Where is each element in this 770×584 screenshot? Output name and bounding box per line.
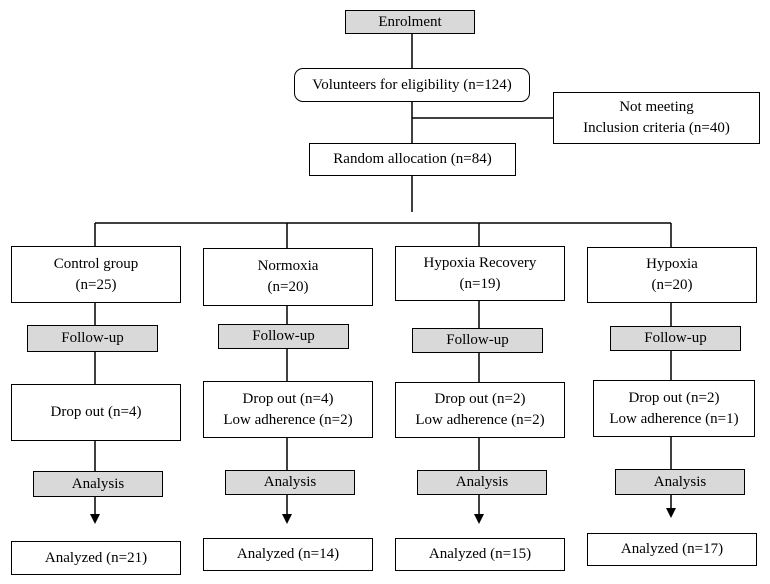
follow-up-box-hypoxia-recovery: Follow-up [412,328,543,353]
enrolment-box: Enrolment [345,10,475,34]
analyzed-box-hypoxia-recovery: Analyzed (n=15) [395,538,565,571]
arrow-head-3 [474,514,484,524]
random-allocation-box: Random allocation (n=84) [309,143,516,176]
analysis-box-hypoxia-recovery: Analysis [417,470,547,495]
group-box-normoxia: Normoxia (n=20) [203,248,373,306]
not-meeting-box: Not meeting Inclusion criteria (n=40) [553,92,760,144]
analysis-box-hypoxia: Analysis [615,469,745,495]
dropout-box-control: Drop out (n=4) [11,384,181,441]
arrow-head-1 [90,514,100,524]
arrow-head-2 [282,514,292,524]
dropout-box-hypoxia-recovery: Drop out (n=2) Low adherence (n=2) [395,382,565,438]
analysis-box-control: Analysis [33,471,163,497]
analyzed-box-control: Analyzed (n=21) [11,541,181,575]
group-box-control: Control group (n=25) [11,246,181,303]
analysis-box-normoxia: Analysis [225,470,355,495]
group-box-hypoxia-recovery: Hypoxia Recovery (n=19) [395,246,565,301]
volunteers-box: Volunteers for eligibility (n=124) [294,68,530,102]
group-box-hypoxia: Hypoxia (n=20) [587,247,757,303]
dropout-box-hypoxia: Drop out (n=2) Low adherence (n=1) [593,380,755,437]
analyzed-box-hypoxia: Analyzed (n=17) [587,533,757,566]
analyzed-box-normoxia: Analyzed (n=14) [203,538,373,571]
dropout-box-normoxia: Drop out (n=4) Low adherence (n=2) [203,381,373,438]
follow-up-box-control: Follow-up [27,325,158,352]
follow-up-box-normoxia: Follow-up [218,324,349,349]
follow-up-box-hypoxia: Follow-up [610,326,741,351]
arrow-head-4 [666,508,676,518]
